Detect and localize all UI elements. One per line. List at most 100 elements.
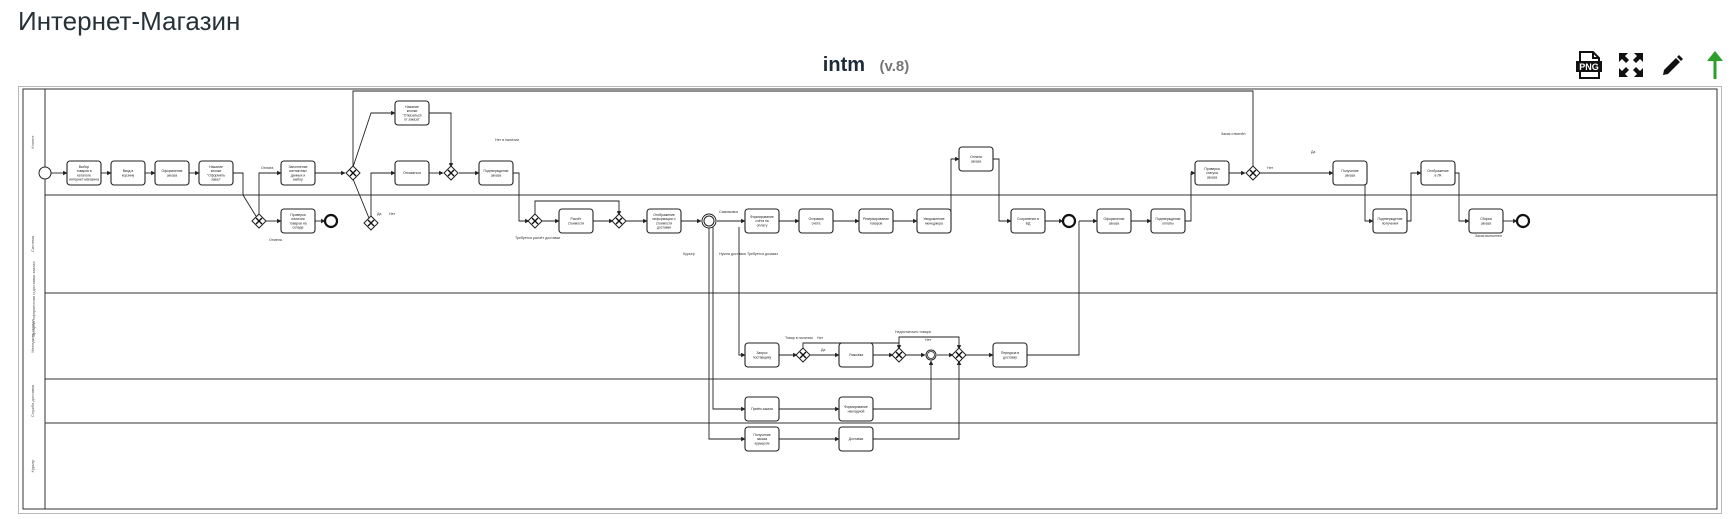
intermediate-event-2 bbox=[925, 349, 937, 361]
edit-button[interactable] bbox=[1658, 50, 1688, 80]
bpmn-task-label: Отказаться bbox=[403, 171, 421, 175]
bpmn-task[interactable]: Отказаться bbox=[394, 160, 430, 186]
lane-label-client: Клиент bbox=[30, 135, 35, 148]
diagram-header: intm (v.8) bbox=[0, 54, 1732, 77]
png-label: PNG bbox=[1579, 62, 1599, 72]
bpmn-task-label: Доставка bbox=[849, 437, 864, 441]
annotation-yes-3: Да bbox=[821, 348, 825, 352]
exclusive-gateway bbox=[1245, 165, 1261, 181]
annotation-out-of-stock: Нет в наличии bbox=[495, 138, 519, 142]
annotation-payment: Оплата bbox=[261, 166, 273, 170]
png-export-button[interactable]: PNG bbox=[1574, 50, 1604, 80]
annotation-no-4: Нет bbox=[925, 338, 931, 342]
exclusive-gateway bbox=[795, 347, 811, 363]
toolbar: PNG bbox=[1574, 50, 1730, 80]
exclusive-gateway bbox=[345, 165, 361, 181]
bpmn-task[interactable]: Доставка bbox=[838, 426, 874, 452]
bpmn-diagram: Процесс оформления и доставки заказа Кли… bbox=[22, 88, 1718, 510]
diagram-version: (v.8) bbox=[879, 58, 910, 75]
page-title: Интернет-Магазин bbox=[18, 6, 241, 36]
exclusive-gateway bbox=[251, 213, 267, 229]
pool-label: Процесс оформления и доставки заказа bbox=[31, 261, 36, 337]
upload-button[interactable] bbox=[1700, 50, 1730, 80]
arrow-up-icon bbox=[1707, 51, 1723, 79]
annotation-no-2: Нет bbox=[1267, 166, 1273, 170]
annotation-needs-delivery: Нужна доставка bbox=[719, 252, 746, 256]
bpmn-task[interactable]: Приём заказа bbox=[744, 396, 780, 422]
exclusive-gateway bbox=[611, 213, 627, 229]
fullscreen-icon bbox=[1619, 53, 1643, 77]
annotation-cancel: Отмена bbox=[269, 238, 282, 242]
exclusive-gateway bbox=[527, 213, 543, 229]
lane-label-delivery: Служба доставки bbox=[30, 385, 35, 417]
annotation-yes-2: Да bbox=[1311, 150, 1315, 154]
annotation-insufficient: Недостаточно товара bbox=[895, 330, 931, 334]
diagram-name: intm bbox=[822, 54, 866, 76]
end-event-final bbox=[1515, 213, 1531, 229]
annotation-cancelled: Заказ отменён bbox=[1221, 132, 1245, 136]
intermediate-event bbox=[701, 213, 717, 229]
bpmn-task[interactable]: Упаковка bbox=[838, 342, 874, 368]
exclusive-gateway bbox=[891, 347, 907, 363]
annotation-in-stock: Товар в наличии bbox=[785, 336, 813, 340]
exclusive-gateway bbox=[443, 165, 459, 181]
bpmn-task-label: Упаковка bbox=[849, 353, 863, 357]
lane-label-warehouse: Менеджер склада bbox=[30, 319, 35, 353]
fullscreen-button[interactable] bbox=[1616, 50, 1646, 80]
annotation-reorder: Требуется дозаказ bbox=[747, 252, 778, 256]
annotation-no-3: Нет bbox=[817, 336, 823, 340]
annotation-no: Нет bbox=[389, 212, 395, 216]
exclusive-gateway bbox=[363, 215, 379, 231]
bpmn-canvas[interactable]: Процесс оформления и доставки заказа Кли… bbox=[18, 86, 1722, 514]
